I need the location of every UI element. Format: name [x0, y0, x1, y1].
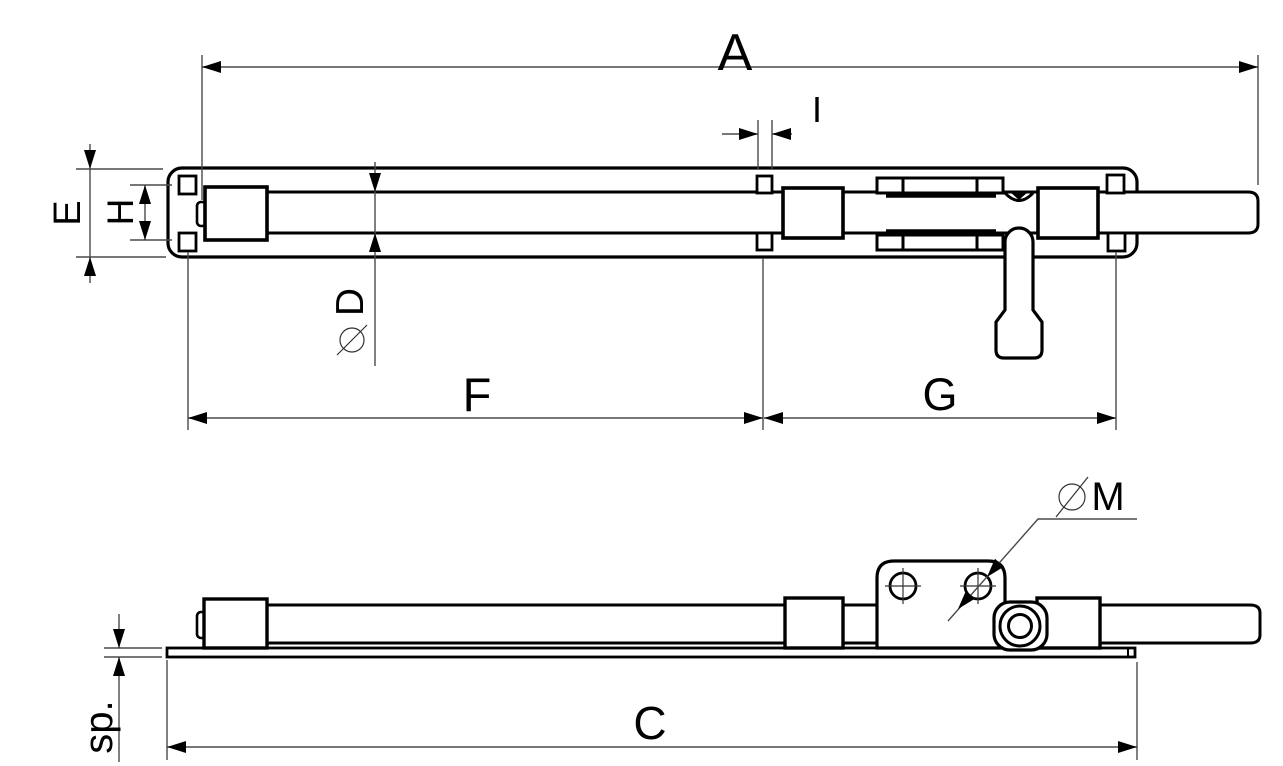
dim-label-i: I	[812, 89, 822, 130]
handle-knob-plan	[994, 226, 1044, 360]
dimensions: A E H I	[47, 24, 1259, 762]
bolt-rod-side	[265, 603, 1262, 645]
dim-sp: sp.	[77, 614, 162, 762]
diameter-symbol	[336, 324, 368, 356]
handle-knob-side	[992, 600, 1049, 652]
center-guide-block	[781, 186, 845, 240]
dim-A: A	[201, 24, 1259, 200]
guide-tab	[755, 174, 774, 195]
bracket-hole	[885, 568, 921, 604]
dim-label-e: E	[47, 200, 89, 225]
dim-label-d: D	[329, 288, 372, 316]
guide-tab	[755, 231, 774, 252]
dim-label-sp: sp.	[77, 700, 121, 753]
diameter-symbol	[1055, 476, 1089, 518]
dim-C: C	[166, 660, 1138, 760]
center-guide-block-side	[783, 596, 845, 650]
dim-label-a: A	[718, 24, 753, 82]
mounting-hole	[177, 174, 198, 196]
dim-label-m: M	[1091, 475, 1124, 519]
mounting-hole	[1105, 173, 1126, 195]
detent-notch	[1003, 191, 1035, 202]
bolt-rod-plan	[203, 190, 1260, 235]
left-guide-block-side	[202, 597, 269, 650]
dim-F: F	[187, 252, 764, 430]
top-view	[166, 166, 1260, 360]
dim-E: E	[47, 144, 166, 283]
dim-H: H	[100, 184, 172, 241]
dim-M: M	[947, 475, 1137, 622]
left-guide-block	[203, 185, 269, 242]
dim-label-h: H	[100, 199, 141, 226]
dim-label-f: F	[463, 368, 492, 421]
upper-staple	[875, 176, 1005, 198]
lower-staple	[875, 229, 1005, 252]
mounting-hole	[1106, 231, 1127, 253]
right-guide-block	[1036, 186, 1100, 240]
base-plate-side	[165, 646, 1137, 659]
dim-label-g: G	[922, 369, 957, 420]
mounting-hole	[177, 231, 198, 253]
dim-I: I	[722, 89, 822, 169]
dim-label-c: C	[633, 697, 666, 749]
dim-D: D	[329, 162, 381, 366]
side-view	[165, 559, 1262, 659]
dim-G: G	[764, 252, 1117, 430]
